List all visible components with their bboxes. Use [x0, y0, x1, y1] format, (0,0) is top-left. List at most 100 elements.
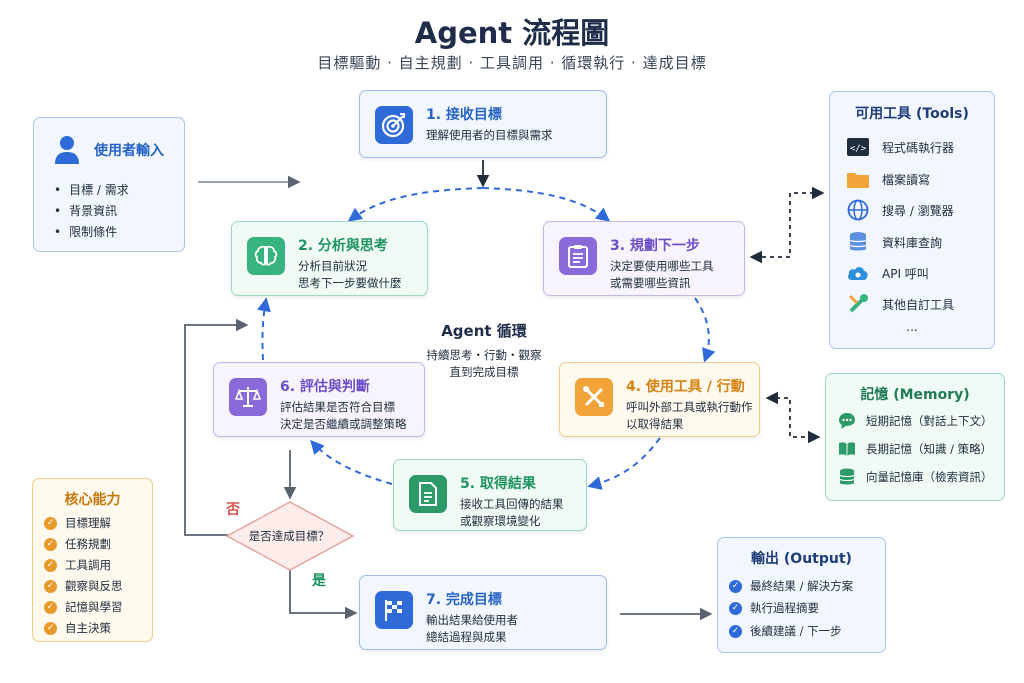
output-item: ✓後續建議 / 下一步 — [729, 621, 842, 641]
memory-item: 向量記憶庫（檢索資訊） — [838, 467, 993, 487]
svg-text:</>: </> — [850, 144, 867, 154]
user-input-list: 目標 / 需求 背景資訊 限制條件 — [54, 180, 129, 243]
wrench-icon — [846, 293, 870, 315]
check-icon: ✓ — [44, 621, 57, 635]
output-panel: 輸出 (Output) ✓最終結果 / 解決方案 ✓執行過程摘要 ✓後續建議 /… — [717, 537, 886, 653]
tool-item: 檔案讀寫 — [846, 168, 930, 190]
core-item: ✓自主決策 — [44, 618, 111, 638]
step-desc: 接收工具回傳的結果或觀察環境變化 — [460, 497, 564, 528]
step-desc: 評估結果是否符合目標決定是否繼續或調整策略 — [280, 400, 407, 431]
step-desc: 決定要使用哪些工具或需要哪些資訊 — [610, 259, 714, 290]
memory-item: 短期記憶（對話上下文） — [838, 411, 993, 431]
output-item: ✓執行過程摘要 — [729, 598, 819, 618]
finish-flag-icon — [375, 591, 413, 629]
step-title: 2. 分析與思考 — [298, 238, 388, 254]
tools-more: ... — [906, 320, 918, 334]
step-desc: 呼叫外部工具或執行動作以取得結果 — [626, 400, 753, 431]
decision-no-label: 否 — [226, 502, 240, 518]
document-icon — [409, 475, 447, 513]
memory-item: 長期記憶（知識 / 策略） — [838, 439, 992, 459]
loop-desc: 持續思考・行動・觀察直到完成目標 — [426, 348, 542, 379]
tool-item: 其他自訂工具 — [846, 293, 954, 315]
tools-title: 可用工具 (Tools) — [855, 106, 969, 122]
database-icon — [838, 468, 856, 486]
list-item: 目標 / 需求 — [54, 180, 129, 201]
code-icon: </> — [846, 136, 870, 158]
loop-arc-to-analyze — [347, 187, 484, 222]
tool-item: API 呼叫 — [846, 262, 929, 284]
step-desc: 分析目前狀況思考下一步要做什麼 — [298, 259, 402, 290]
list-item: 限制條件 — [54, 222, 129, 243]
arrow-memory-act — [765, 391, 821, 444]
clipboard-icon — [559, 237, 597, 275]
decision-question: 是否達成目標？ — [248, 529, 330, 543]
decision-yes-label: 是 — [312, 573, 326, 589]
step-title: 5. 取得結果 — [460, 476, 536, 492]
loop-arc-to-result — [587, 437, 661, 490]
check-icon: ✓ — [729, 624, 742, 638]
chat-icon — [838, 412, 856, 430]
arrow-yes-to-finish — [289, 570, 358, 620]
step-title: 7. 完成目標 — [426, 592, 502, 608]
step-title: 4. 使用工具 / 行動 — [626, 379, 745, 395]
step-desc: 理解使用者的目標與需求 — [426, 128, 553, 142]
tool-item: </> 程式碼執行器 — [846, 136, 954, 158]
memory-panel: 記憶 (Memory) 短期記憶（對話上下文） 長期記憶（知識 / 策略） 向量… — [825, 373, 1005, 501]
core-item: ✓工具調用 — [44, 555, 111, 575]
step-complete-goal: 7. 完成目標 輸出結果給使用者總結過程與成果 — [359, 575, 607, 650]
step-title: 3. 規劃下一步 — [610, 238, 700, 254]
output-title: 輸出 (Output) — [751, 551, 852, 567]
page-title: Agent 流程圖 — [414, 16, 610, 50]
check-icon: ✓ — [729, 601, 742, 615]
check-icon: ✓ — [44, 600, 57, 614]
loop-arc-to-plan — [482, 187, 611, 222]
arrow-tools-plan — [749, 186, 825, 264]
user-input-title: 使用者輸入 — [94, 143, 164, 159]
decision-diamond — [225, 501, 355, 571]
loop-arc-to-think — [257, 297, 271, 361]
tools-icon — [575, 378, 613, 416]
core-item: ✓任務規劃 — [44, 534, 111, 554]
core-item: ✓觀察與反思 — [44, 576, 123, 596]
step-desc: 輸出結果給使用者總結過程與成果 — [426, 613, 518, 644]
page-subtitle: 目標驅動 · 自主規劃 · 工具調用 · 循環執行 · 達成目標 — [317, 54, 707, 72]
user-icon — [54, 135, 80, 169]
step-receive-goal: 1. 接收目標 理解使用者的目標與需求 — [359, 90, 607, 158]
step-plan-next: 3. 規劃下一步 決定要使用哪些工具或需要哪些資訊 — [543, 221, 745, 296]
loop-title: Agent 循環 — [441, 322, 527, 340]
tools-panel: 可用工具 (Tools) </> 程式碼執行器 檔案讀寫 搜尋 / 瀏覽器 資料… — [829, 91, 995, 349]
core-title: 核心能力 — [64, 492, 121, 508]
user-input-panel: 使用者輸入 目標 / 需求 背景資訊 限制條件 — [33, 117, 185, 252]
step-get-result: 5. 取得結果 接收工具回傳的結果或觀察環境變化 — [393, 459, 587, 531]
core-item: ✓目標理解 — [44, 513, 111, 533]
brain-icon — [247, 237, 285, 275]
list-item: 背景資訊 — [54, 201, 129, 222]
globe-icon — [846, 199, 870, 221]
folder-icon — [846, 168, 870, 190]
step-use-tools: 4. 使用工具 / 行動 呼叫外部工具或執行動作以取得結果 — [559, 362, 760, 437]
step-title: 1. 接收目標 — [426, 107, 502, 123]
database-icon — [846, 231, 870, 253]
check-icon: ✓ — [729, 579, 742, 593]
step-analyze-think: 2. 分析與思考 分析目前狀況思考下一步要做什麼 — [231, 221, 428, 296]
core-abilities-panel: 核心能力 ✓目標理解 ✓任務規劃 ✓工具調用 ✓觀察與反思 ✓記憶與學習 ✓自主… — [32, 478, 153, 642]
book-icon — [838, 440, 856, 458]
core-item: ✓記憶與學習 — [44, 597, 123, 617]
check-icon: ✓ — [44, 516, 57, 530]
scale-icon — [229, 378, 267, 416]
output-item: ✓最終結果 / 解決方案 — [729, 576, 853, 596]
arrow-no-loop-back — [184, 318, 249, 536]
tool-item: 搜尋 / 瀏覽器 — [846, 199, 954, 221]
step-title: 6. 評估與判斷 — [280, 379, 370, 395]
tool-item: 資料庫查詢 — [846, 231, 942, 253]
cloud-api-icon — [846, 262, 870, 284]
check-icon: ✓ — [44, 558, 57, 572]
check-icon: ✓ — [44, 537, 57, 551]
check-icon: ✓ — [44, 579, 57, 593]
loop-arc-to-evaluate — [310, 439, 393, 485]
step-evaluate: 6. 評估與判斷 評估結果是否符合目標決定是否繼續或調整策略 — [213, 362, 425, 437]
loop-arc-to-act — [694, 297, 716, 363]
target-icon — [375, 106, 413, 144]
memory-title: 記憶 (Memory) — [860, 387, 970, 403]
